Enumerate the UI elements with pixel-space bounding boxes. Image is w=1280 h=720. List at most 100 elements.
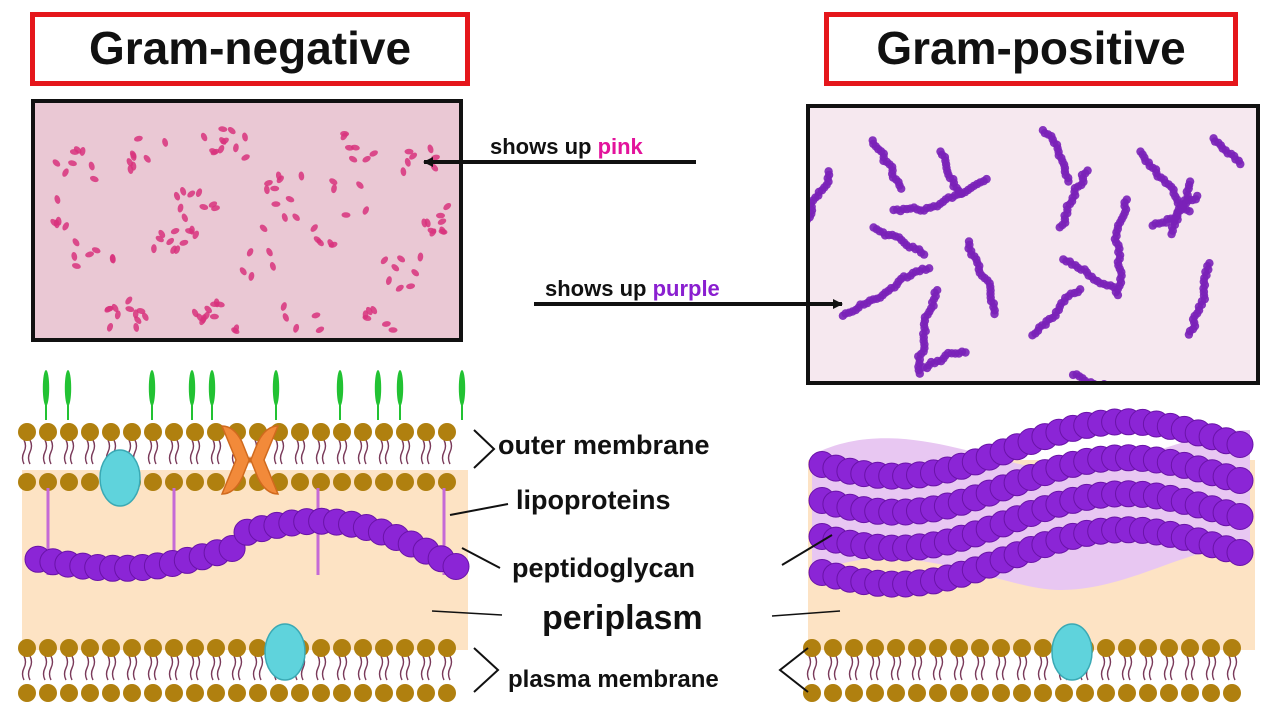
pink-cell	[85, 251, 94, 258]
lipid-head	[887, 639, 905, 657]
peptidoglycan-unit	[1226, 539, 1254, 566]
lipid-head	[165, 473, 183, 491]
shows-up-pink-annotation: shows up pink	[490, 134, 643, 160]
lps-chain	[64, 370, 72, 406]
lipid-tail	[174, 655, 180, 681]
lipid-tail	[812, 655, 818, 681]
purple-coccus	[915, 369, 924, 378]
pink-cell	[395, 284, 404, 292]
lipid-tail	[833, 655, 839, 681]
lipid-tail	[42, 439, 48, 465]
lipid-tail	[84, 655, 90, 681]
lipid-tail	[27, 439, 33, 465]
pink-cell	[264, 185, 270, 195]
pink-cell	[136, 308, 146, 314]
pink-cell	[298, 171, 305, 181]
lipid-tail	[953, 655, 959, 681]
lipid-tail	[1001, 655, 1007, 681]
pink-cell	[170, 245, 177, 254]
pink-cell	[203, 311, 210, 320]
lipid-head	[929, 684, 947, 702]
lipid-head	[992, 684, 1010, 702]
purple-coccus	[961, 348, 970, 357]
purple-coccus	[1122, 195, 1131, 204]
plasma-membrane-bracket-right	[778, 647, 809, 693]
lipid-head	[39, 473, 57, 491]
lipid-tail	[69, 655, 75, 681]
lipid-head	[102, 639, 120, 657]
lipid-head	[207, 684, 225, 702]
purple-coccus	[1205, 259, 1214, 268]
purple-word: purple	[652, 276, 720, 301]
lipid-tail	[1121, 655, 1127, 681]
lipid-head	[186, 473, 204, 491]
lipid-head	[123, 639, 141, 657]
lipid-head	[1055, 684, 1073, 702]
pink-cell	[111, 303, 119, 313]
lipid-tail	[210, 655, 216, 681]
lipid-tail	[1100, 655, 1106, 681]
pink-cell	[69, 149, 79, 155]
peptidoglycan-pointer-negative	[461, 547, 501, 569]
lps-chain	[188, 370, 196, 406]
lipid-tail	[273, 439, 279, 465]
pink-cell	[215, 301, 225, 308]
lipid-tail	[147, 439, 153, 465]
lipid-tail	[132, 655, 138, 681]
purple-coccus	[1064, 177, 1073, 186]
lipid-tail	[938, 655, 944, 681]
lipid-tail	[90, 655, 96, 681]
purple-coccus	[1055, 223, 1064, 232]
lipid-head	[1223, 639, 1241, 657]
pink-cell	[227, 126, 236, 135]
purple-coccus	[925, 264, 934, 273]
pink-cell	[50, 218, 58, 227]
pink-cell	[362, 315, 372, 321]
lipid-head	[1160, 639, 1178, 657]
lps-chain	[208, 370, 216, 406]
pink-cell	[177, 203, 184, 213]
lipid-tail	[848, 655, 854, 681]
pink-cell	[350, 144, 360, 151]
pink-cell	[185, 228, 194, 234]
lipid-tail	[258, 655, 264, 681]
peptidoglycan-unit	[1226, 431, 1254, 458]
pink-cell	[341, 212, 351, 218]
lipid-tail	[321, 655, 327, 681]
pink-cell	[218, 126, 228, 132]
pink-cell	[173, 191, 181, 201]
pink-cell	[436, 212, 445, 219]
purple-coccus	[1185, 207, 1194, 216]
lipid-head	[81, 639, 99, 657]
pink-cell	[166, 237, 175, 246]
pink-cell	[282, 313, 289, 322]
lipid-tail	[980, 655, 986, 681]
lipid-tail	[42, 655, 48, 681]
pink-cell	[421, 218, 428, 228]
pink-cell	[89, 175, 99, 183]
pink-cell	[292, 213, 300, 221]
lipid-tail	[1148, 655, 1154, 681]
lipid-head	[1181, 684, 1199, 702]
peptidoglycan-unit	[1226, 467, 1254, 494]
peptidoglycan-positive	[808, 408, 1254, 598]
lipid-tail	[420, 439, 426, 465]
lipid-tail	[48, 655, 54, 681]
gram-positive-title: Gram-positive	[824, 12, 1238, 86]
lipid-tail	[426, 655, 432, 681]
pink-cell	[242, 132, 248, 142]
pink-cell	[385, 276, 392, 286]
lipid-head	[866, 639, 884, 657]
pink-cell	[141, 312, 149, 321]
porin-protein	[220, 425, 280, 495]
lipid-tail	[854, 655, 860, 681]
pink-cell	[241, 154, 250, 161]
lipid-head	[123, 423, 141, 441]
lipid-head	[144, 473, 162, 491]
periplasm-pointer-positive	[771, 610, 841, 617]
lipid-tail	[426, 439, 432, 465]
lipid-tail	[363, 655, 369, 681]
pink-cell	[130, 152, 137, 161]
lipid-tail	[63, 439, 69, 465]
